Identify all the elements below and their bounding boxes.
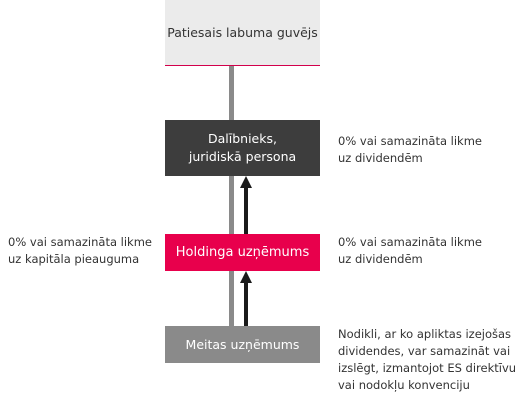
holding-label: Holdinga uzņēmums: [175, 244, 310, 260]
subsidiary-note-line: dividendes, var samazināt vai: [338, 344, 511, 358]
holding-note: 0% vai samazināta likme uz dividendēm: [338, 234, 482, 268]
arrow-shaft-upper: [244, 186, 248, 234]
subsidiary-label: Meitas uzņēmums: [185, 336, 300, 352]
subsidiary-note-line: vai nodokļu konvenciju: [338, 378, 470, 392]
capital-gains-note-line: 0% vai samazināta likme: [8, 235, 152, 249]
arrow-head-upper: [240, 176, 252, 188]
member-note: 0% vai samazināta likme uz dividendēm: [338, 133, 482, 167]
holding-note-line: 0% vai samazināta likme: [338, 235, 482, 249]
subsidiary-box: Meitas uzņēmums: [165, 326, 320, 363]
holding-note-line: uz dividendēm: [338, 252, 423, 266]
connector-member-holding: [229, 176, 234, 234]
member-label-line2: juridiskā persona: [188, 149, 297, 164]
connector-holding-sub: [229, 271, 234, 326]
subsidiary-note-line: Nodikli, ar ko apliktas izejošas: [338, 327, 512, 341]
arrow-head-lower: [240, 271, 252, 283]
member-box: Dalībnieks, juridiskā persona: [165, 120, 320, 176]
capital-gains-note-line: uz kapitāla pieauguma: [8, 252, 140, 266]
connector-top-member: [229, 66, 234, 120]
member-note-line: 0% vai samazināta likme: [338, 134, 482, 148]
holding-box: Holdinga uzņēmums: [165, 234, 320, 271]
capital-gains-note: 0% vai samazināta likme uz kapitāla piea…: [8, 234, 152, 268]
subsidiary-note: Nodikli, ar ko apliktas izejošas dividen…: [338, 326, 516, 394]
beneficiary-label: Patiesais labuma guvējs: [167, 24, 318, 40]
member-label-line1: Dalībnieks,: [208, 131, 277, 146]
beneficiary-box: Patiesais labuma guvējs: [165, 0, 320, 66]
subsidiary-note-line: izslēgt, izmantojot ES direktīvu: [338, 361, 517, 375]
arrow-shaft-lower: [244, 281, 248, 326]
member-note-line: uz dividendēm: [338, 151, 423, 165]
